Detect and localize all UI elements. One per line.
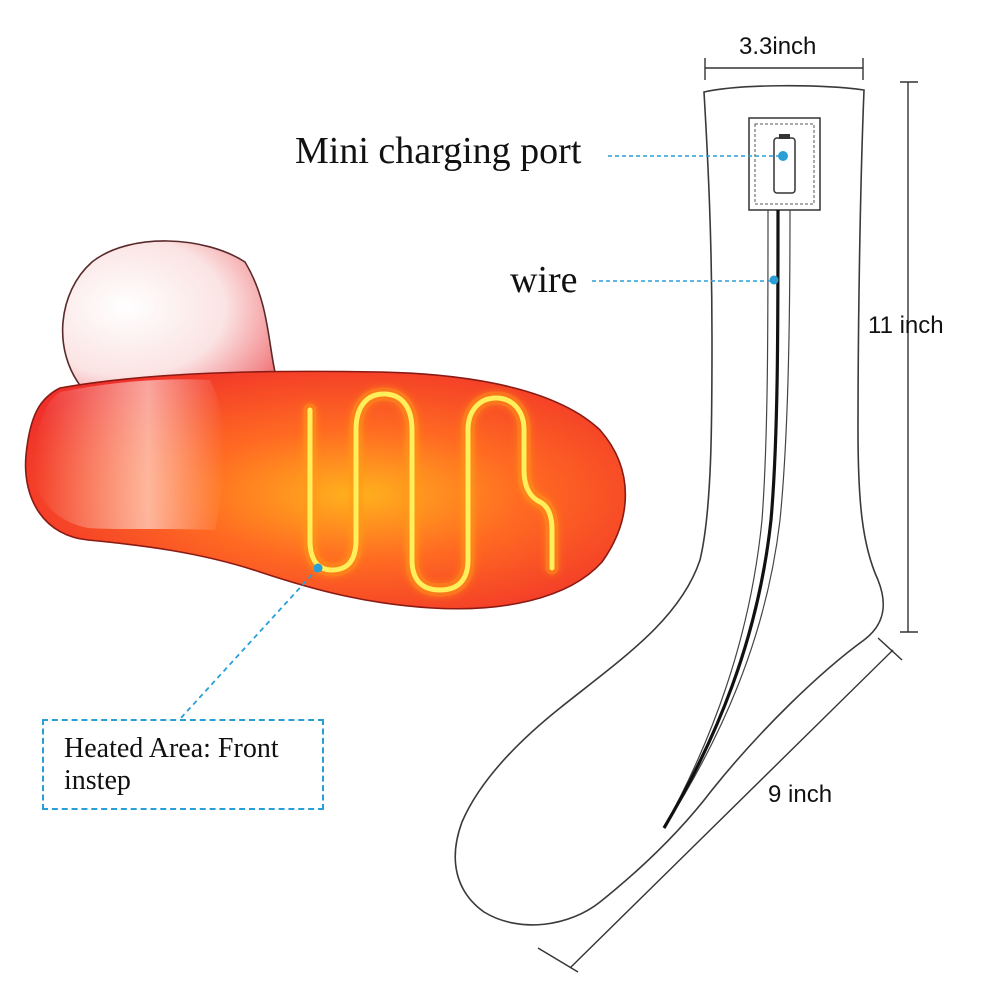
height-dimension (900, 81, 918, 633)
heated-area-callout: Heated Area: Front instep (42, 719, 324, 810)
width-label: 3.3inch (739, 33, 816, 60)
foot-length-dimension (537, 637, 903, 973)
wire-marker (769, 275, 779, 285)
battery-cap (779, 134, 790, 139)
sock-illustration (454, 84, 885, 926)
wire-line (662, 209, 780, 829)
foot-illustration (24, 240, 627, 720)
wire-channel-right (663, 209, 791, 829)
heated-area-leader-line (179, 567, 319, 720)
ankle-shape (61, 240, 276, 389)
battery-icon (773, 137, 796, 194)
width-dimension (704, 58, 864, 80)
charging-port-stitch (754, 123, 815, 205)
heated-area-label-line2: instep (64, 765, 131, 796)
charging-port-label: Mini charging port (295, 130, 582, 172)
wire-label: wire (510, 259, 578, 301)
charging-port-marker (778, 151, 788, 161)
wire-channel-left (663, 209, 769, 829)
heating-element-core (307, 391, 555, 593)
height-label: 11 inch (868, 312, 944, 339)
foot-length-label: 9 inch (768, 781, 832, 808)
heel-highlight (33, 379, 225, 530)
heated-area-label-line1: Heated Area: Front (64, 733, 279, 764)
